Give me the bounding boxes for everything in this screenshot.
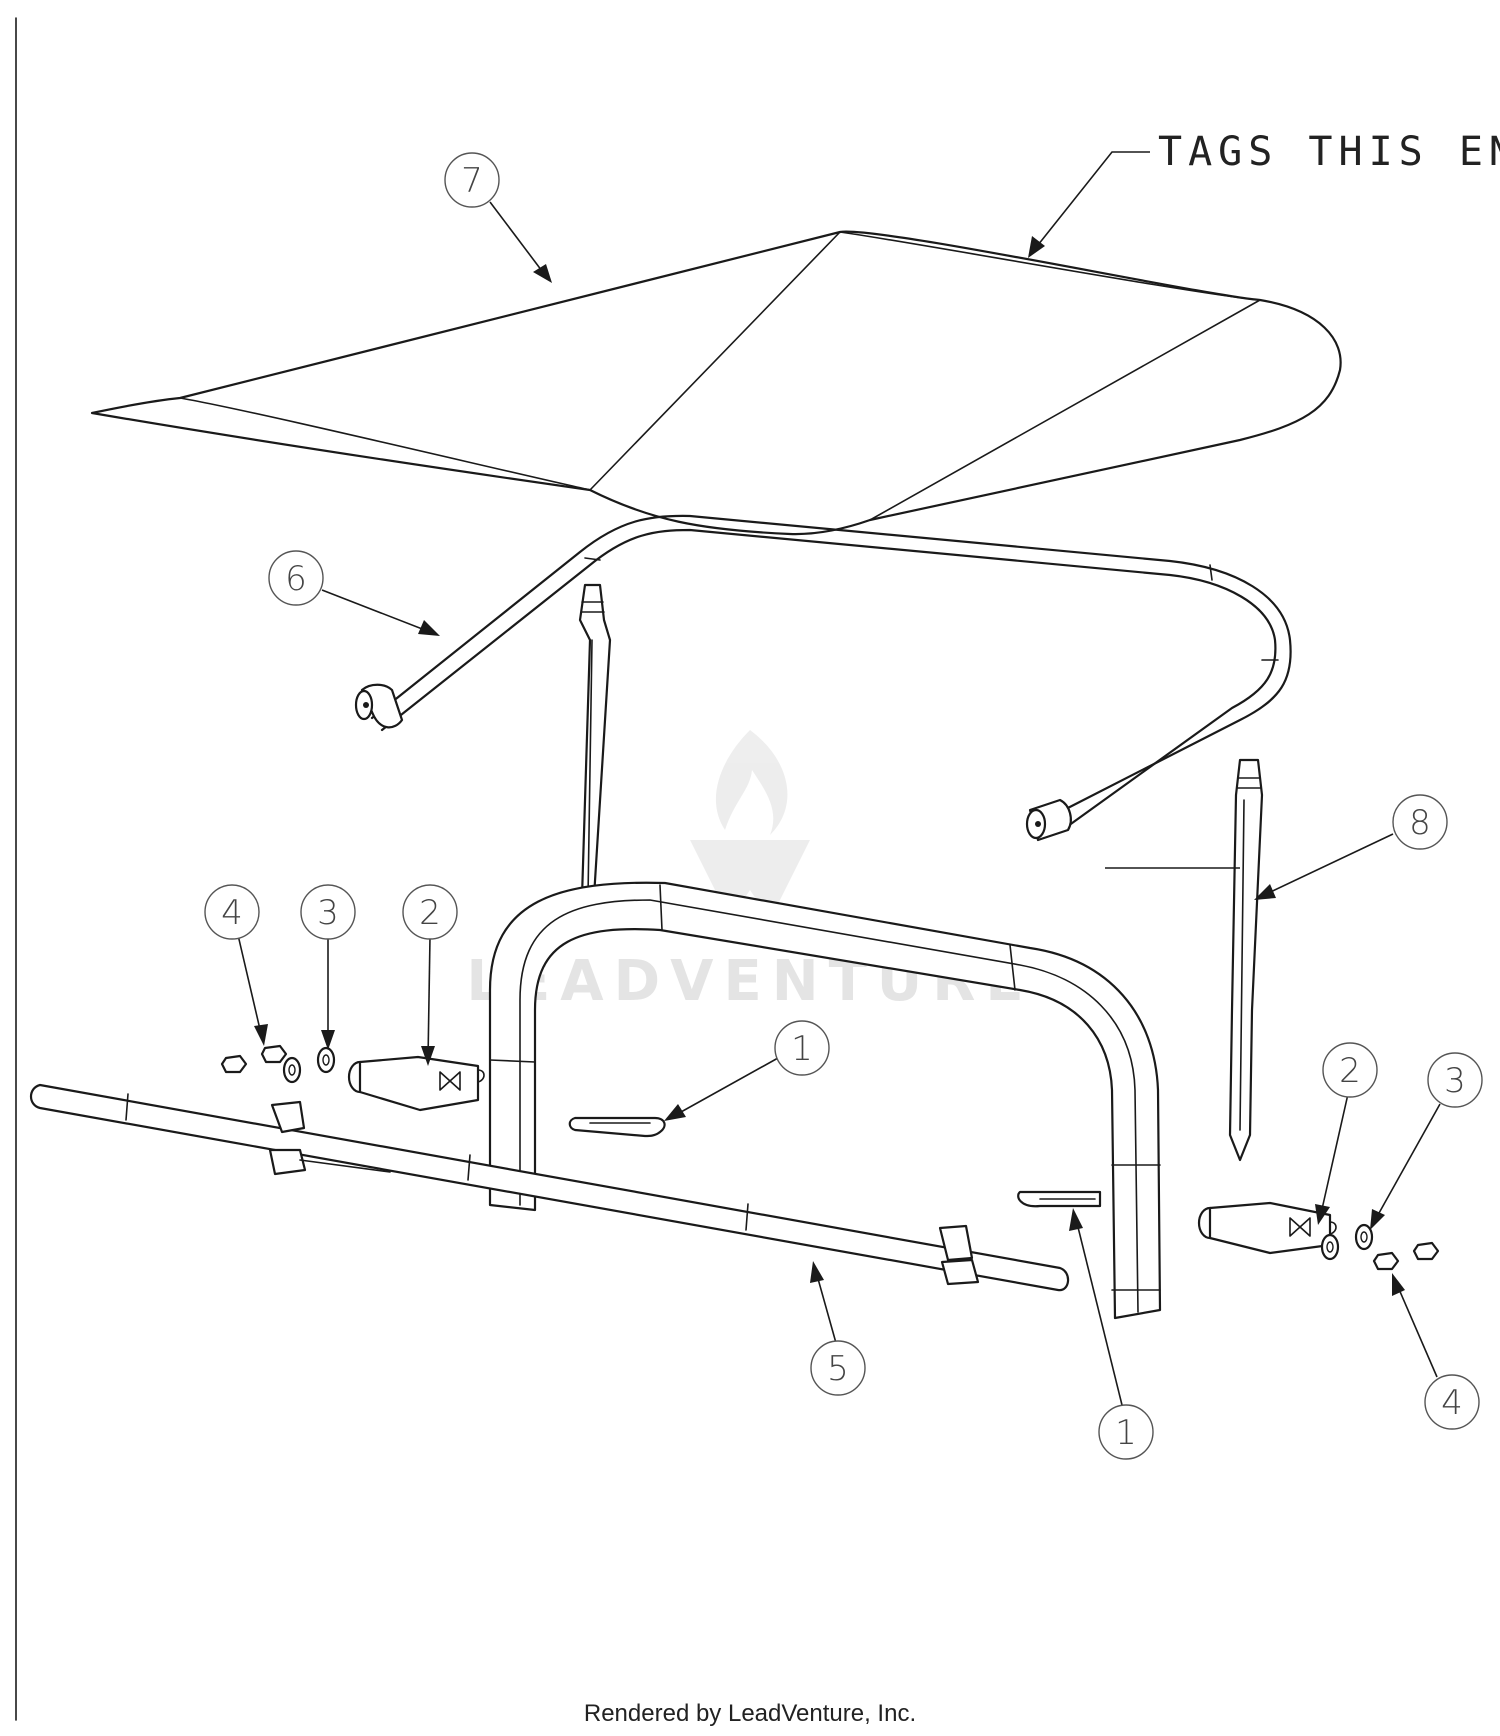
svg-text:2: 2 xyxy=(1339,1051,1361,1091)
callout-7: 7 xyxy=(444,152,500,208)
leader-3-right xyxy=(1373,1103,1441,1223)
hardware-left xyxy=(220,1044,336,1084)
roll-bar-hoop xyxy=(488,881,1162,1320)
callout-3-right: 3 xyxy=(1427,1052,1483,1108)
svg-text:8: 8 xyxy=(1409,803,1431,843)
svg-text:3: 3 xyxy=(1444,1061,1466,1101)
svg-text:4: 4 xyxy=(221,893,243,933)
callout-4-left: 4 xyxy=(204,884,260,940)
svg-text:6: 6 xyxy=(285,559,307,599)
strap-left xyxy=(578,583,612,899)
svg-text:4: 4 xyxy=(1441,1383,1463,1423)
bracket-left xyxy=(347,1055,485,1112)
svg-text:7: 7 xyxy=(461,161,483,201)
bracket-right xyxy=(1197,1201,1337,1255)
callout-1-upper: 1 xyxy=(774,1020,830,1076)
note-label: TAGS THIS END xyxy=(1158,129,1500,175)
leader-1-lower xyxy=(1074,1214,1123,1406)
leader-6 xyxy=(321,589,431,633)
svg-text:1: 1 xyxy=(1115,1413,1137,1453)
leader-2-right xyxy=(1319,1093,1349,1219)
leader-7 xyxy=(489,201,546,276)
canopy-top xyxy=(90,230,1342,536)
svg-text:5: 5 xyxy=(827,1349,849,1389)
callout-3-left: 3 xyxy=(300,884,356,940)
tags-this-end-note: TAGS THIS END xyxy=(1028,129,1500,258)
svg-text:1: 1 xyxy=(791,1029,813,1069)
pin-right xyxy=(1017,1190,1102,1208)
cross-bar xyxy=(29,1083,1070,1292)
callout-4-right: 4 xyxy=(1424,1374,1480,1430)
callout-2-left: 2 xyxy=(402,884,458,940)
hardware-right xyxy=(1320,1223,1440,1271)
watermark-logo: LEADVENTURE xyxy=(466,730,1024,1014)
footer-credit: Rendered by LeadVenture, Inc. xyxy=(583,1700,917,1727)
leader-4-right xyxy=(1394,1279,1438,1378)
svg-text:2: 2 xyxy=(419,893,441,933)
leader-1-upper xyxy=(671,1057,779,1118)
leader-8 xyxy=(1261,833,1394,897)
leader-2-left xyxy=(427,936,431,1061)
svg-text:3: 3 xyxy=(317,893,339,933)
callout-5: 5 xyxy=(810,1340,866,1396)
canopy-frame-tube xyxy=(354,514,1292,842)
callout-2-right: 2 xyxy=(1322,1042,1378,1098)
callout-6: 6 xyxy=(268,550,324,606)
strap-right xyxy=(1228,758,1264,1162)
callout-1-lower: 1 xyxy=(1098,1404,1154,1460)
callout-8: 8 xyxy=(1392,794,1448,850)
pin-left xyxy=(568,1116,666,1138)
leader-4-left xyxy=(237,934,263,1039)
